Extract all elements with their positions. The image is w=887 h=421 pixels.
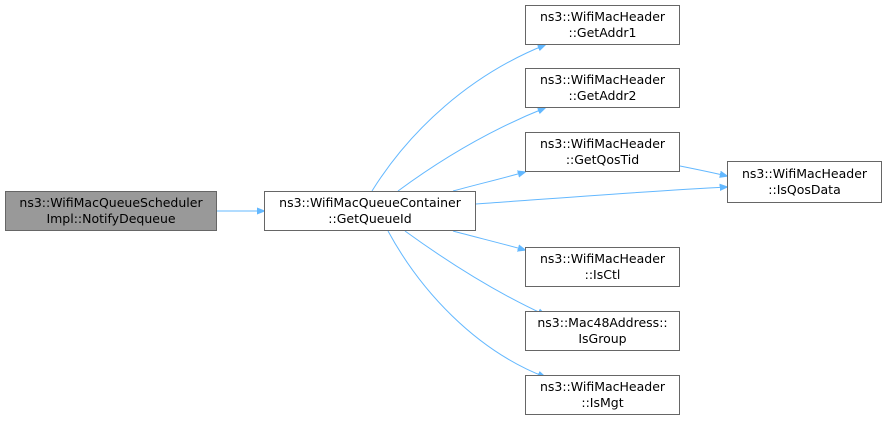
node-isqosdata-line2: ::IsQosData (768, 182, 841, 197)
node-getaddr2-line1: ns3::WifiMacHeader (539, 72, 666, 87)
node-getqostid-line1: ns3::WifiMacHeader (539, 136, 666, 151)
node-isctl-line2: ::IsCtl (584, 267, 621, 282)
node-isgroup[interactable]: ns3::Mac48Address:: IsGroup (525, 311, 680, 351)
node-getaddr1-line2: ::GetAddr1 (568, 25, 637, 40)
edge-getqueueid-to-isgroup (404, 230, 545, 315)
node-notifydequeue[interactable]: ns3::WifiMacQueueScheduler Impl::NotifyD… (5, 191, 217, 231)
node-isqosdata[interactable]: ns3::WifiMacHeader ::IsQosData (727, 161, 882, 203)
node-getaddr2-line2: ::GetAddr2 (568, 88, 637, 103)
node-ismgt-line1: ns3::WifiMacHeader (539, 379, 666, 394)
node-getaddr1[interactable]: ns3::WifiMacHeader ::GetAddr1 (525, 5, 680, 45)
node-isctl[interactable]: ns3::WifiMacHeader ::IsCtl (525, 247, 680, 287)
node-isqosdata-line1: ns3::WifiMacHeader (741, 166, 868, 181)
node-getaddr1-line1: ns3::WifiMacHeader (539, 9, 666, 24)
edge-getqostid-to-isqosdata (679, 165, 727, 176)
node-notifydequeue-line2: Impl::NotifyDequeue (46, 211, 176, 226)
node-ismgt-line2: ::IsMgt (581, 395, 624, 410)
node-getqostid-line2: ::GetQosTid (565, 152, 640, 167)
node-isgroup-line2: IsGroup (578, 331, 627, 346)
node-getaddr2[interactable]: ns3::WifiMacHeader ::GetAddr2 (525, 68, 680, 108)
node-getqueueid-line1: ns3::WifiMacQueueContainer (279, 195, 461, 210)
node-getqostid[interactable]: ns3::WifiMacHeader ::GetQosTid (525, 132, 680, 172)
edge-getqueueid-to-getaddr1 (371, 45, 545, 192)
node-isctl-line1: ns3::WifiMacHeader (539, 251, 666, 266)
edge-getqueueid-to-ismgt (387, 230, 545, 377)
edge-getqueueid-to-isctl (452, 230, 525, 250)
edge-getqueueid-to-isqosdata (475, 187, 727, 205)
node-ismgt[interactable]: ns3::WifiMacHeader ::IsMgt (525, 375, 680, 415)
node-isgroup-line1: ns3::Mac48Address:: (537, 315, 668, 330)
edge-getqueueid-to-getaddr2 (397, 108, 545, 192)
node-getqueueid-line2: ::GetQueueId (328, 211, 412, 226)
node-notifydequeue-line1: ns3::WifiMacQueueScheduler (19, 195, 203, 210)
edge-getqueueid-to-getqostid (452, 172, 525, 192)
node-getqueueid[interactable]: ns3::WifiMacQueueContainer ::GetQueueId (264, 191, 476, 231)
